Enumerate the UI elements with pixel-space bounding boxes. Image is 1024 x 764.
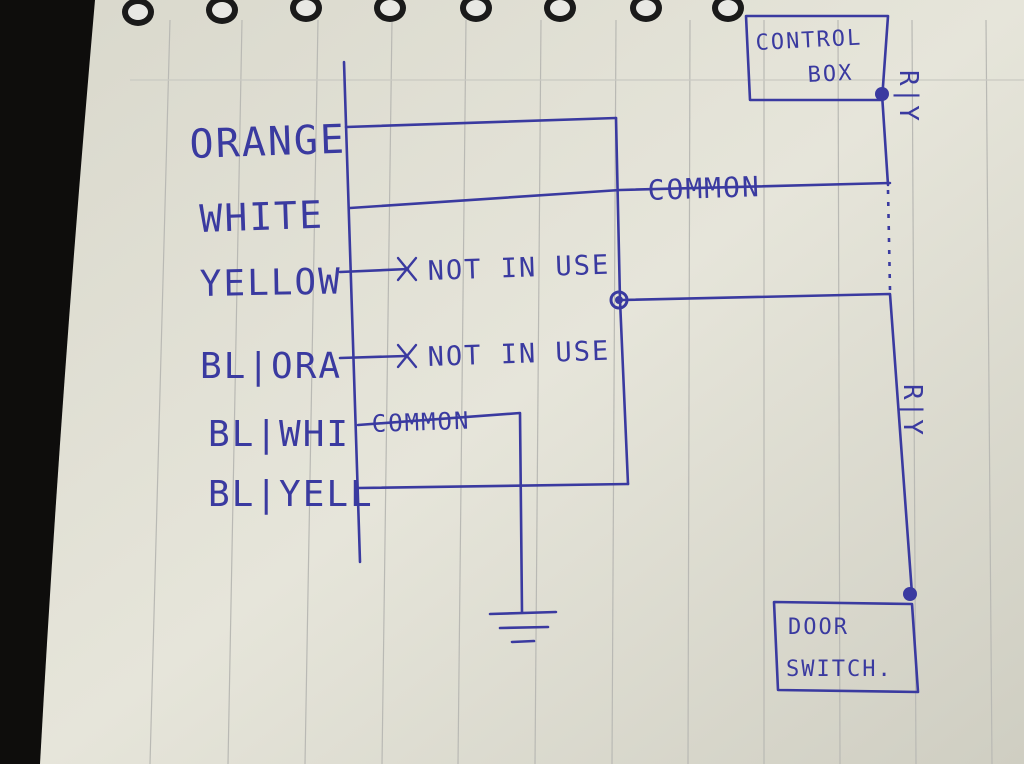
not-in-use-x-mark — [396, 343, 418, 369]
note-not-in-use: NOT IN USE — [427, 336, 611, 373]
orange-wire — [344, 116, 618, 129]
junction-dot — [615, 296, 623, 304]
paper-sheet — [40, 0, 1024, 764]
note-not-in-use: NOT IN USE — [427, 250, 611, 287]
junction-dot — [903, 587, 917, 601]
binding-ring — [544, 0, 576, 22]
ruled-lines — [149, 19, 993, 764]
binding-ring — [374, 0, 406, 22]
white-wire — [348, 181, 892, 210]
control-box-label: BOX — [807, 61, 854, 88]
switch-feed-wire — [620, 292, 914, 596]
wire-label-yellow: YELLOW — [199, 262, 342, 305]
binding-ring — [290, 0, 322, 22]
ground-symbol — [488, 610, 558, 644]
binding-ring — [712, 0, 744, 22]
connector-body-line — [342, 60, 362, 564]
control-box-lead — [880, 92, 890, 187]
door-switch-box — [772, 600, 920, 694]
junction-dot — [609, 290, 629, 310]
wire-label-white: WHITE — [199, 193, 325, 241]
wire-label-bl-yell: BL|YELL — [208, 474, 374, 515]
bl-yell-wire — [356, 482, 630, 490]
note-common: COMMON — [371, 407, 471, 438]
wire-code-label: R|Y — [897, 384, 927, 437]
yellow-stub — [338, 267, 410, 274]
binding-ring — [630, 0, 662, 22]
door-switch-label: SWITCH. — [786, 657, 893, 682]
dotted-link — [886, 189, 892, 291]
door-switch-label: DOOR — [788, 615, 849, 640]
note-common: COMMON — [647, 170, 761, 207]
not-in-use-x-mark — [396, 256, 418, 282]
wire-label-bl-ora: BL|ORA — [200, 346, 342, 387]
bl-ora-stub — [338, 354, 408, 360]
wire-label-orange: ORANGE — [189, 117, 347, 168]
wire-code-label: R|Y — [893, 70, 923, 123]
binding-ring — [460, 0, 492, 22]
wire-label-bl-whi: BL|WHI — [208, 414, 350, 455]
control-box-label: CONTROL — [755, 25, 863, 56]
binding-ring — [206, 0, 238, 24]
binding-ring — [122, 0, 154, 26]
spiral-binding — [122, 0, 744, 26]
control-box — [744, 14, 890, 102]
bl-whi-ground-wire — [356, 411, 524, 614]
